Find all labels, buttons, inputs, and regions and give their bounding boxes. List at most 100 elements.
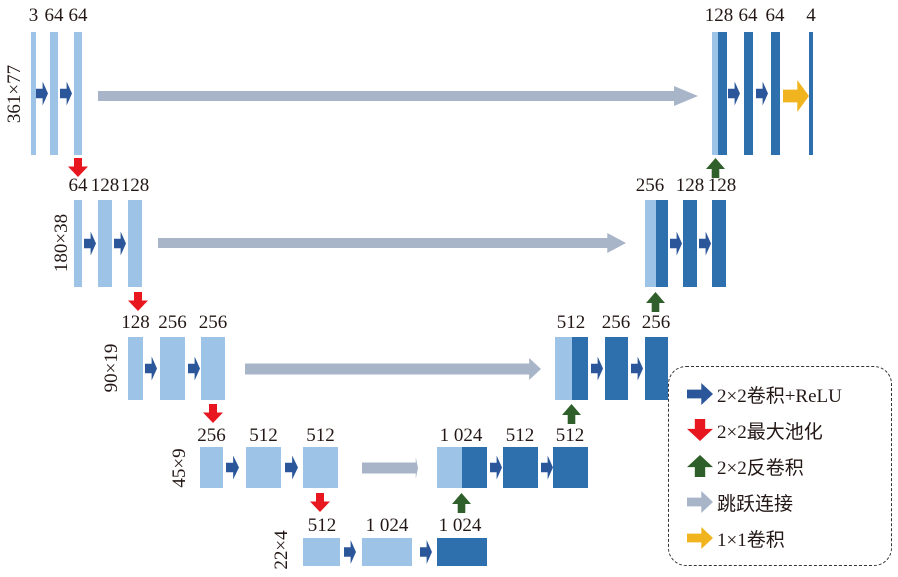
decoder-channel-label: 64 [738,5,758,26]
encoder-channel-label: 128 [121,312,150,333]
deconv-arrow-icon [562,404,581,424]
encoder-channel-label: 512 [307,515,337,536]
skip-arrow-icon [687,491,713,513]
decoder-channel-label: 256 [641,312,671,333]
decoder-feature-map [656,200,668,287]
legend-item: 跳跃连接 [687,487,793,517]
legend: 2×2卷积+ReLU 2×2最大池化 2×2反卷积跳跃连接 1×1卷积 [668,366,892,566]
decoder-feature-map [809,32,813,155]
1x1-conv-arrow-icon [687,527,713,549]
decoder-feature-map [437,447,462,488]
encoder-feature-map [200,447,223,488]
decoder-feature-map [605,337,628,400]
legend-label: 2×2最大池化 [717,421,823,443]
encoder-feature-map [201,337,225,400]
encoder-channel-label: 64 [68,5,88,26]
conv-arrow-icon [699,231,711,256]
decoder-channel-label: 64 [765,5,785,26]
decoder-feature-map [712,32,718,155]
decoder-feature-map [553,447,588,488]
conv-arrow-icon [670,231,682,256]
maxpool-arrow-icon [310,493,330,512]
encoder-channel-label: 1 024 [365,515,409,536]
encoder-feature-map [128,337,143,400]
size-label-level-1: 361×77 [4,64,25,124]
legend-item: 2×2最大池化 [687,415,823,445]
1x1-conv-arrow-icon [783,80,809,112]
decoder-feature-map [718,32,727,155]
decoder-channel-label: 128 [707,175,737,196]
size-label-level-3: 90×19 [101,343,122,393]
conv-arrow-icon [631,356,643,381]
decoder-channel-label: 512 [555,425,585,446]
encoder-feature-map [98,200,112,287]
decoder-channel-label: 128 [704,5,734,26]
decoder-channel-label: 512 [556,312,586,333]
conv-arrow-icon [60,81,72,106]
encoder-channel-label: 512 [306,425,335,446]
deconv-arrow-icon [452,493,471,513]
maxpool-arrow-icon [203,404,223,423]
conv-arrow-icon [687,383,713,405]
encoder-feature-map [362,538,412,566]
encoder-feature-map [303,538,340,566]
encoder-channel-label: 64 [68,175,88,196]
decoder-feature-map [645,337,668,400]
maxpool-arrow-icon [687,419,713,441]
legend-item: 2×2反卷积 [687,451,804,481]
decoder-channel-label: 512 [505,425,535,446]
size-label-level-5: 22×4 [271,530,292,570]
encoder-feature-map [50,32,58,155]
conv-arrow-icon [188,356,200,381]
legend-item: 2×2卷积+ReLU [687,379,842,409]
decoder-channel-label: 256 [635,175,665,196]
skip-connection-arrow-icon [98,86,698,106]
encoder-channel-label: 256 [158,312,187,333]
conv-arrow-icon [36,81,48,106]
decoder-channel-label: 256 [601,312,631,333]
legend-item: 1×1卷积 [687,523,785,553]
conv-arrow-icon [541,455,553,480]
conv-arrow-icon [420,540,432,564]
encoder-feature-map [437,538,487,566]
decoder-channel-label: 128 [675,175,705,196]
encoder-channel-label: 3 [28,5,39,26]
conv-arrow-icon [728,81,740,106]
conv-arrow-icon [114,231,126,256]
size-label-level-4: 45×9 [169,448,190,488]
encoder-channel-label: 256 [198,312,228,333]
maxpool-arrow-icon [128,292,148,311]
decoder-feature-map [712,200,726,287]
encoder-channel-label: 128 [120,175,150,196]
legend-label: 跳跃连接 [717,493,794,515]
decoder-channel-label: 1 024 [439,425,483,446]
encoder-channel-label: 512 [249,425,278,446]
encoder-feature-map [128,200,142,287]
encoder-channel-label: 1 024 [438,515,482,536]
encoder-feature-map [74,200,82,287]
skip-connection-arrow-icon [245,358,541,380]
decoder-feature-map [462,447,487,488]
encoder-feature-map [303,447,338,488]
encoder-feature-map [246,447,281,488]
decoder-feature-map [645,200,656,287]
encoder-feature-map [160,337,185,400]
conv-arrow-icon [756,81,768,106]
deconv-arrow-icon [646,292,665,312]
decoder-feature-map [683,200,697,287]
legend-label: 2×2反卷积 [717,457,804,479]
conv-arrow-icon [490,455,502,480]
conv-arrow-icon [145,356,157,381]
deconv-arrow-icon [687,455,713,477]
encoder-channel-label: 256 [197,425,226,446]
legend-label: 2×2卷积+ReLU [717,385,842,407]
conv-arrow-icon [226,455,239,480]
skip-connection-arrow-icon [158,233,626,253]
decoder-feature-map [744,32,753,155]
encoder-channel-label: 64 [44,5,64,26]
decoder-channel-label: 4 [806,5,816,26]
decoder-feature-map [771,32,780,155]
conv-arrow-icon [84,231,96,256]
decoder-feature-map [572,337,588,400]
